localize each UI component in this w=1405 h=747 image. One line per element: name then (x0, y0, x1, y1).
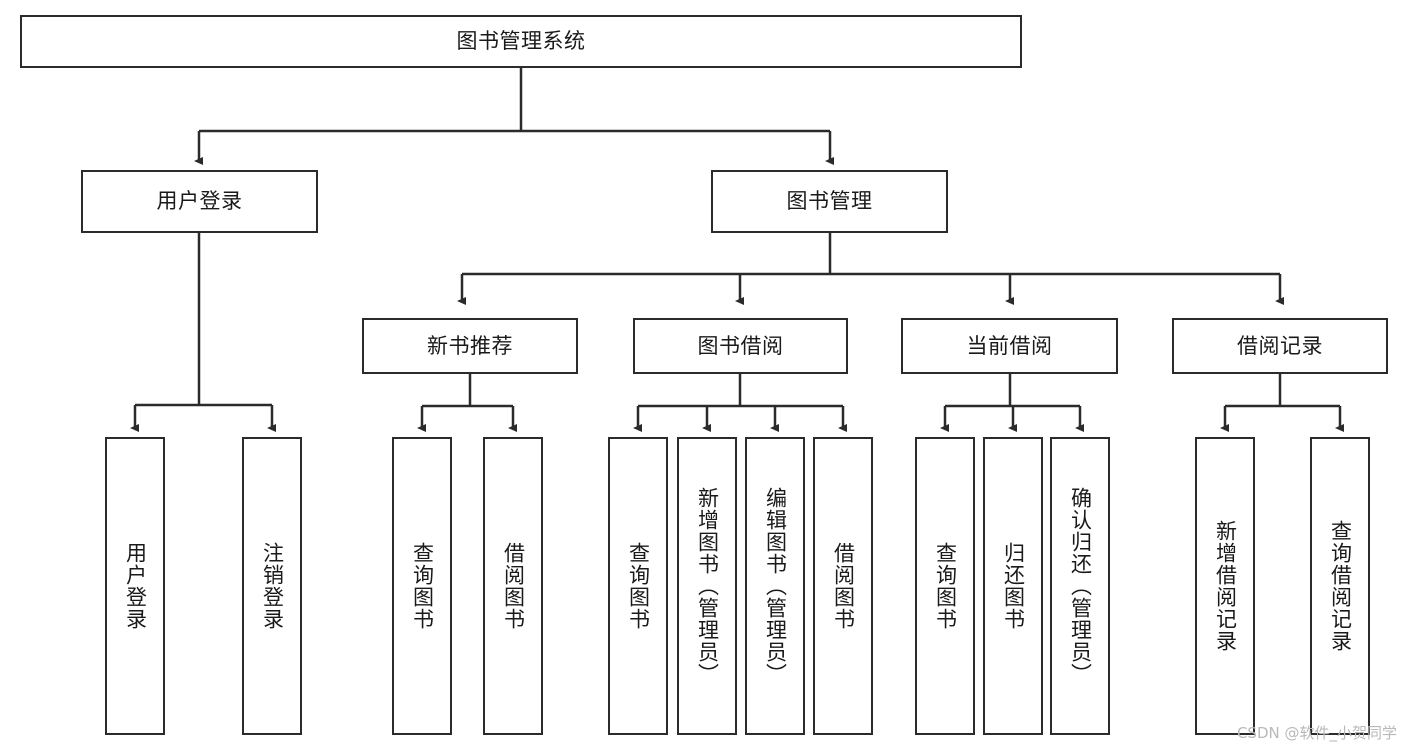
node-label: 用户登录 (156, 189, 243, 214)
node-borrow-records[interactable]: 借阅记录 (1172, 318, 1388, 374)
leaf-add-borrow-record[interactable]: 新增借阅记录 (1195, 437, 1255, 735)
node-label: 查询图书 (933, 542, 958, 630)
leaf-logout[interactable]: 注销登录 (242, 437, 302, 735)
node-label: 图书借阅 (697, 333, 784, 358)
leaf-edit-book-admin[interactable]: 编辑图书（管理员） (745, 437, 805, 735)
node-label: 新增借阅记录 (1213, 520, 1238, 652)
node-root-system[interactable]: 图书管理系统 (20, 15, 1022, 68)
node-label: 查询借阅记录 (1328, 520, 1353, 652)
leaf-query-book-borrow[interactable]: 查询图书 (608, 437, 668, 735)
leaf-borrow-book-new[interactable]: 借阅图书 (483, 437, 543, 735)
leaf-confirm-return-admin[interactable]: 确认归还（管理员） (1050, 437, 1110, 735)
node-label: 查询图书 (410, 542, 435, 630)
node-label: 注销登录 (260, 542, 285, 630)
node-user-login[interactable]: 用户登录 (81, 170, 318, 233)
node-label: 当前借阅 (966, 333, 1053, 358)
node-label: 图书管理 (786, 189, 873, 214)
leaf-query-book-current[interactable]: 查询图书 (915, 437, 975, 735)
node-new-book-recommend[interactable]: 新书推荐 (362, 318, 578, 374)
leaf-query-borrow-record[interactable]: 查询借阅记录 (1310, 437, 1370, 735)
node-book-management[interactable]: 图书管理 (711, 170, 948, 233)
leaf-return-book[interactable]: 归还图书 (983, 437, 1043, 735)
leaf-add-book-admin[interactable]: 新增图书（管理员） (677, 437, 737, 735)
node-label: 新书推荐 (427, 333, 513, 358)
watermark: CSDN @软件_小贺同学 (1236, 724, 1397, 742)
leaf-user-login[interactable]: 用户登录 (105, 437, 165, 735)
leaf-query-book-new[interactable]: 查询图书 (392, 437, 452, 735)
node-label: 借阅图书 (831, 542, 856, 630)
node-label: 归还图书 (1001, 542, 1026, 630)
leaf-borrow-book[interactable]: 借阅图书 (813, 437, 873, 735)
node-current-borrow[interactable]: 当前借阅 (901, 318, 1118, 374)
node-book-borrow[interactable]: 图书借阅 (633, 318, 848, 374)
node-label: 查询图书 (626, 542, 651, 630)
node-label: 确认归还（管理员） (1068, 487, 1093, 685)
node-label: 新增图书（管理员） (695, 487, 720, 685)
node-label: 借阅记录 (1237, 333, 1323, 358)
node-label: 编辑图书（管理员） (763, 487, 788, 685)
node-label: 用户登录 (123, 542, 148, 630)
node-label: 借阅图书 (501, 542, 526, 630)
node-label: 图书管理系统 (456, 29, 586, 54)
